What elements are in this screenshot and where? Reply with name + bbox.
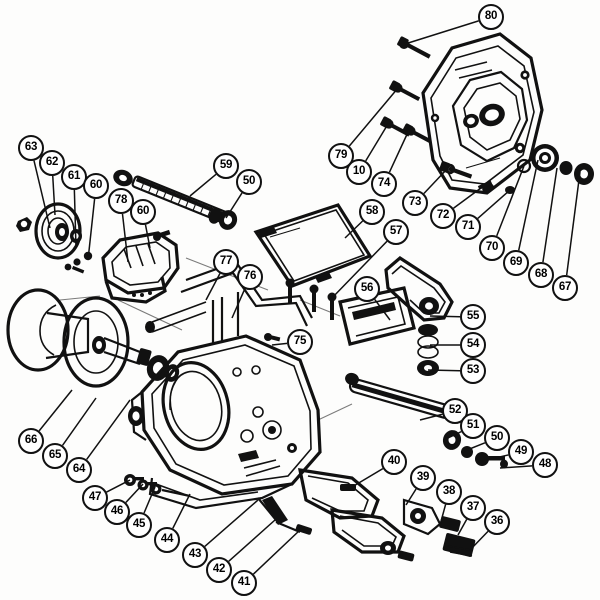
leader-line-67 (565, 171, 581, 276)
callout-50-rod-spring-collar[interactable]: 50 (236, 169, 262, 195)
leader-line-75 (271, 342, 288, 346)
callout-77-intake-manifold[interactable]: 77 (213, 249, 239, 275)
leader-line-41 (252, 529, 301, 575)
callout-76-manifold-gasket[interactable]: 76 (237, 264, 263, 290)
leader-line-72 (453, 184, 486, 209)
callout-43-base-plate[interactable]: 43 (182, 542, 208, 568)
leader-line-77 (205, 273, 221, 301)
leader-line-57 (329, 240, 388, 301)
leader-line-80 (404, 20, 479, 45)
callout-38-governor-arm[interactable]: 38 (436, 479, 462, 505)
callout-68-spacer-washer[interactable]: 68 (528, 262, 554, 288)
leader-line-50 (225, 192, 243, 219)
callout-74-washer-bolt[interactable]: 74 (371, 171, 397, 197)
leader-line-44 (172, 493, 191, 529)
leader-line-74 (388, 129, 410, 173)
leader-line-60 (87, 198, 96, 261)
callout-64-crankshaft-bearing[interactable]: 64 (66, 457, 92, 483)
callout-56-choke-lever-plate[interactable]: 56 (354, 276, 380, 302)
throttle-linkage-assembly (257, 468, 476, 562)
callout-60-rotor-washer[interactable]: 60 (83, 173, 109, 199)
leader-line-69 (517, 159, 539, 251)
leader-line-79 (348, 87, 399, 147)
leader-line-78 (121, 213, 129, 263)
leader-line-48 (499, 465, 533, 469)
leader-line-59 (189, 173, 217, 197)
leader-line-43 (204, 499, 259, 548)
leader-line-47 (106, 479, 131, 493)
callout-67-oil-seal[interactable]: 67 (552, 275, 578, 301)
callout-40-throttle-link-arm[interactable]: 40 (381, 449, 407, 475)
callout-36-arm-shaft[interactable]: 36 (484, 509, 510, 535)
callout-54-lever-spring[interactable]: 54 (460, 332, 486, 358)
callout-37-arm-bushing[interactable]: 37 (460, 495, 486, 521)
leader-line-50 (461, 442, 486, 453)
callout-47-idle-screw[interactable]: 47 (82, 485, 108, 511)
leader-line-45 (143, 486, 156, 514)
callout-53-lever-bushing[interactable]: 53 (460, 358, 486, 384)
callout-50-rod-collar[interactable]: 50 (484, 425, 510, 451)
leader-line-58 (344, 220, 364, 239)
leader-line-52 (419, 413, 443, 421)
callout-10-cover-bolt-short[interactable]: 10 (346, 159, 372, 185)
callout-41-pivot-pin[interactable]: 41 (231, 570, 257, 596)
leader-line-37 (457, 518, 468, 536)
leader-line-71 (477, 189, 511, 219)
magneto-rotor-assembly (16, 202, 93, 274)
callout-72-cover-dowel-pin[interactable]: 72 (430, 203, 456, 229)
leader-line-38 (439, 504, 447, 526)
callout-69-ball-bearing[interactable]: 69 (503, 250, 529, 276)
leader-line-56 (374, 298, 391, 321)
leader-line-36 (469, 530, 489, 551)
leader-line-68 (542, 167, 558, 263)
callout-49-rod-nut[interactable]: 49 (508, 439, 534, 465)
leader-line-62 (52, 175, 56, 216)
leader-line-65 (61, 397, 97, 446)
leader-line-60 (144, 224, 151, 249)
leader-line-39 (405, 488, 417, 506)
leader-line-70 (496, 165, 525, 237)
cylinder-cover-plate (253, 203, 373, 320)
leader-line-61 (73, 189, 77, 249)
leader-line-46 (125, 483, 144, 503)
leader-line-73 (423, 167, 449, 195)
callout-71-oil-seal-retainer[interactable]: 71 (455, 214, 481, 240)
choke-lever-assembly (338, 256, 454, 376)
leader-line-51 (447, 430, 462, 439)
callout-70-circlip[interactable]: 70 (479, 235, 505, 261)
callout-57-cover-plate-screw[interactable]: 57 (383, 219, 409, 245)
callout-60-carburetor-screw[interactable]: 60 (130, 199, 156, 225)
leader-line-49 (477, 454, 509, 463)
leader-line-42 (228, 519, 276, 562)
callout-55-choke-lever[interactable]: 55 (460, 304, 486, 330)
throttle-rod (113, 169, 238, 230)
leader-line-40 (351, 468, 384, 488)
leader-line-64 (86, 399, 131, 460)
callout-66-flywheel[interactable]: 66 (18, 428, 44, 454)
callout-73-crankcase-cover-screw[interactable]: 73 (402, 190, 428, 216)
callout-80-flange-bolt-upper[interactable]: 80 (478, 4, 504, 30)
callout-51-rod-joint[interactable]: 51 (460, 413, 486, 439)
leader-line-66 (38, 389, 73, 432)
leader-line-53 (427, 369, 461, 372)
callout-58-cylinder-cover-plate[interactable]: 58 (359, 199, 385, 225)
callout-48-rod-washer[interactable]: 48 (532, 452, 558, 478)
callout-39-link-pin[interactable]: 39 (410, 465, 436, 491)
leader-line-10 (365, 123, 389, 162)
callout-78-carburetor-body[interactable]: 78 (108, 188, 134, 214)
leader-line-76 (231, 288, 246, 319)
callout-42-link-rod-lower[interactable]: 42 (206, 557, 232, 583)
callout-46-idle-spring[interactable]: 46 (104, 499, 130, 525)
callout-75-crankcase-stud[interactable]: 75 (287, 329, 313, 355)
leader-line-63 (33, 160, 51, 229)
callout-44-base-gasket[interactable]: 44 (154, 527, 180, 553)
callout-59-throttle-rod[interactable]: 59 (213, 153, 239, 179)
leader-line-55 (429, 315, 461, 318)
callout-65-crankshaft[interactable]: 65 (42, 443, 68, 469)
callout-45-mixture-screw[interactable]: 45 (126, 512, 152, 538)
callout-62-flywheel-magneto-nut[interactable]: 62 (39, 150, 65, 176)
